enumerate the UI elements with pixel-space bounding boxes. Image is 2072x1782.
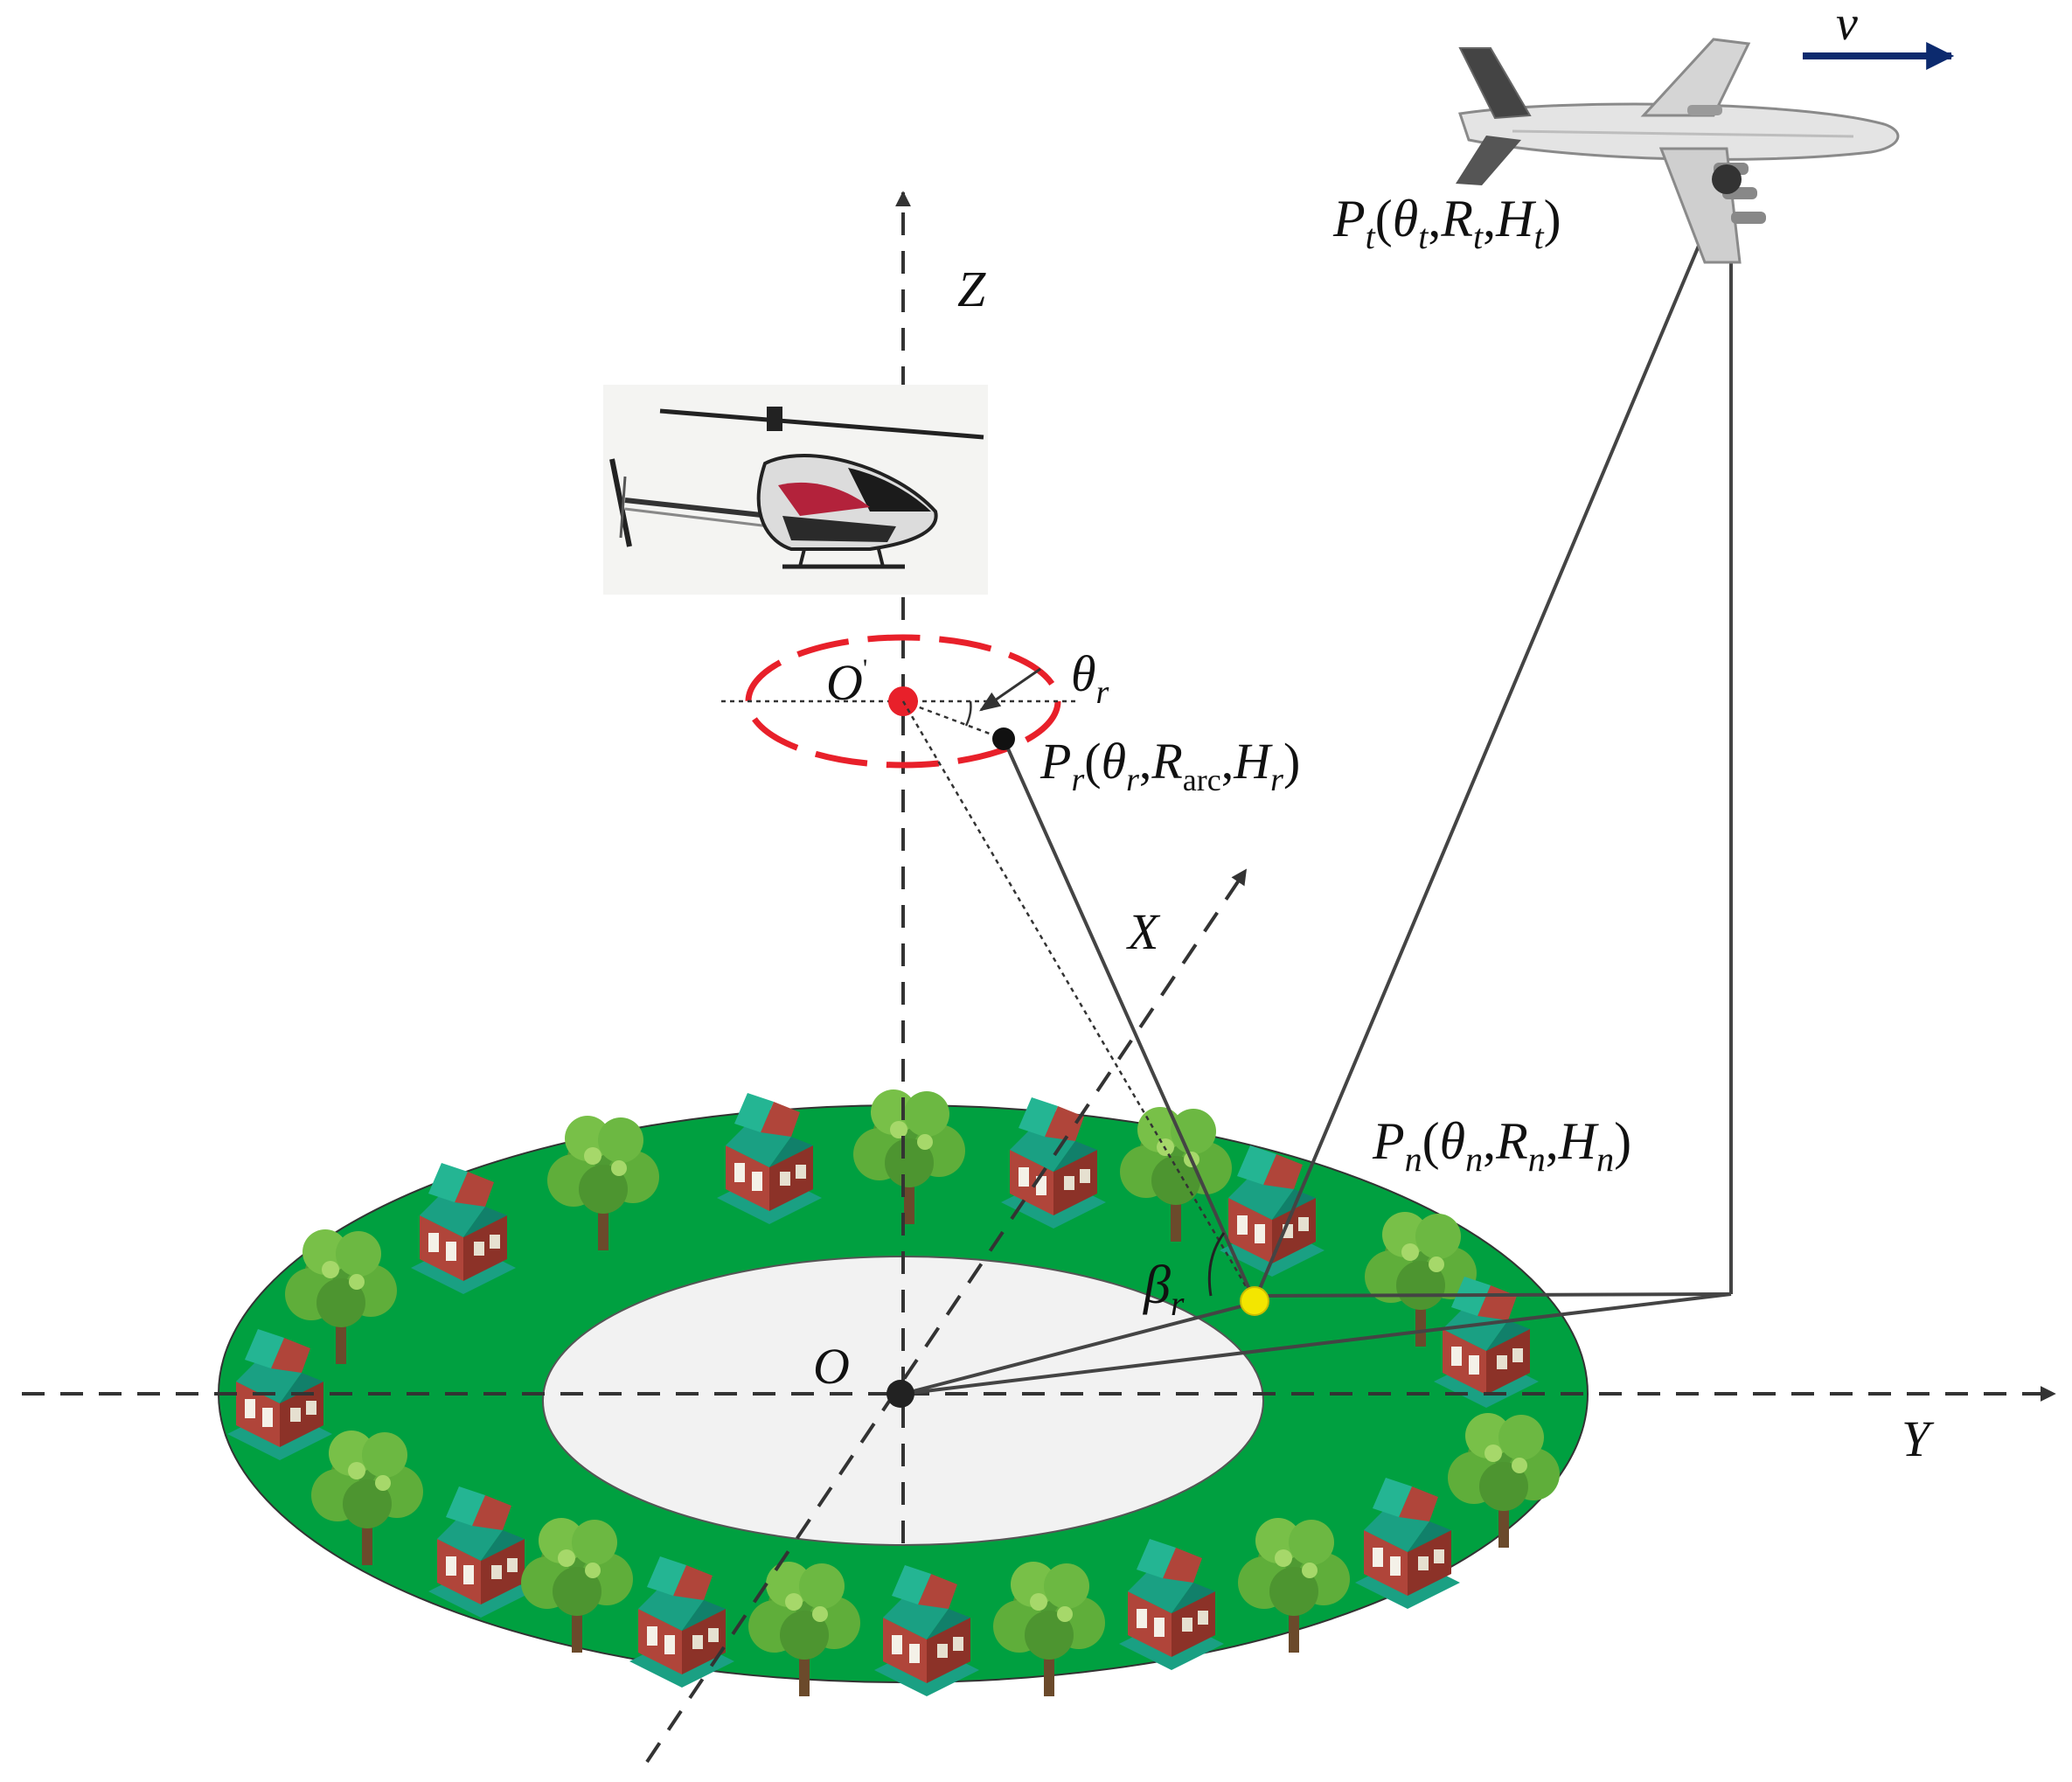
receiver-point [992,727,1015,750]
scatterer-label: Pn(θn,Rn,Hn) [1372,1112,1631,1179]
velocity-label: v [1836,0,1858,51]
scatterer-point [1240,1286,1269,1316]
helicopter-icon [603,385,988,595]
z-axis-label: Z [957,261,986,317]
x-axis [645,868,1248,1764]
beta-r-arc [1207,1232,1226,1297]
beta-r-label: βr [1143,1256,1185,1323]
receiver-to-scatterer-line [1002,738,1256,1302]
origin-label: O [813,1338,850,1395]
origin-to-scatterer-line [902,1301,1255,1396]
origin-to-transmitter-foot-line [902,1292,1732,1396]
signal-paths [901,178,1733,1396]
receiver-center-label: O' [826,654,867,711]
receiver-orbit [721,634,1075,769]
theta-r-label: θr [1071,645,1109,711]
origin-point [887,1380,914,1408]
y-axis-label: Y [1902,1410,1935,1467]
transmitter-label: Pt(θt,Rt,Ht) [1332,190,1561,256]
receiver-label: Pr(θr,Rarc,Hr) [1039,733,1300,798]
receiver-projection-line [901,700,1256,1302]
theta-r-pointer [979,667,1041,712]
x-axis-label: X [1126,903,1161,960]
receiver-radius-line [902,700,1005,741]
transmitter-point [1712,164,1742,194]
transmitter-to-scatterer-line [1253,178,1728,1302]
theta-r-arc [964,700,972,727]
transmitter-ground-line [1254,1292,1732,1298]
